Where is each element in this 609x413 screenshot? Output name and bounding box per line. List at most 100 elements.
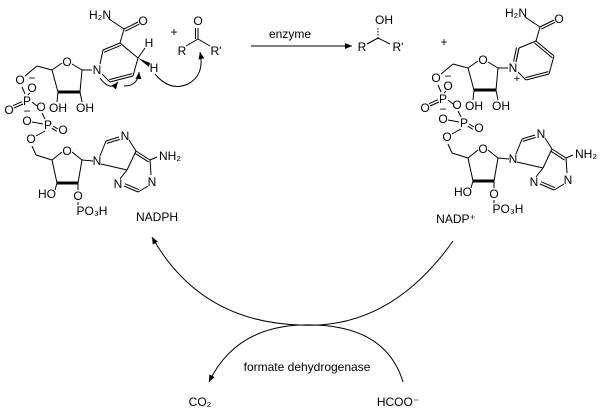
bond [518,40,537,49]
double-bond [540,181,556,189]
bond [51,62,63,71]
bond [21,86,26,95]
double-bond [103,44,122,53]
bond [440,63,454,75]
adenine-n3-label: N [114,177,123,191]
amine-label: NH₂ [159,149,181,163]
phosphate-oxygen-label: O [489,187,498,201]
electron-arrow [123,71,142,87]
amide-nh2-label: H₂N [505,6,527,20]
double-bond [534,42,553,59]
negative-charge: − [23,104,30,118]
hydride-transfer-arrow [154,51,205,87]
bond [35,154,53,161]
phosphate-oxygen-label: O [58,123,67,137]
bond [472,89,475,101]
bond [31,101,38,107]
bond [126,150,137,171]
positive-charge: + [514,73,520,85]
double-bond [522,136,536,142]
adenine-n1-label: N [148,175,157,189]
co2-label: CO₂ [189,395,212,409]
double-bond [105,136,120,142]
bond [542,148,553,169]
bond [487,61,499,69]
hydroxyl-label: OH [492,99,510,113]
hydrogen-label: H [145,36,154,50]
phosphate-group-label: PO₃H [77,204,108,218]
phosphate-oxygen-label: O [431,71,440,85]
double-bond [109,73,133,81]
double-bond [550,150,565,161]
ketone-r2-label: R' [211,44,222,58]
bond [119,28,125,44]
bond [128,139,137,152]
double-bond [521,134,536,140]
double-bond [135,150,151,161]
bond [470,180,474,189]
adenine-n7-label: N [537,127,546,141]
phosphorus-label: P [44,118,52,132]
plus-sign: + [170,25,177,39]
phosphorus-label: P [23,94,31,108]
bond [495,89,499,101]
bond [101,73,111,83]
double-bond [429,101,440,107]
phosphate-oxygen-label: O [452,98,461,112]
bond [108,18,125,30]
double-bond [52,125,59,130]
pyridine-nitrogen-label: N [509,61,518,75]
bond [137,47,146,59]
double-bond [124,23,140,32]
bond [493,157,499,182]
bond [71,151,83,161]
bond [544,137,553,150]
bond [517,71,527,81]
wedge-bond [138,58,150,67]
bond [51,159,58,184]
bond [524,16,541,28]
double-bond [51,127,57,132]
bond [27,92,31,96]
double-bond [124,183,140,191]
double-bond [539,19,555,28]
hydride-hydrogen-label: H [150,61,159,75]
bond [31,121,44,125]
bond [36,65,53,71]
double-bond [428,99,439,105]
ribose-oxygen-label: O [478,53,487,67]
double-bond [134,152,149,163]
double-bond [525,73,550,81]
bond [515,138,523,155]
bond [495,67,499,91]
bond [565,157,568,174]
ribose-oxygen-label: O [62,55,71,69]
bond [467,157,474,182]
bond [443,90,447,94]
bond [51,69,59,93]
bond [54,182,58,191]
alcohol-r-label: R [358,40,367,54]
formate-oxidation-arrow [208,324,404,383]
double-bond [106,138,120,144]
bond [548,55,555,75]
bond [452,63,469,69]
bond [457,110,462,118]
phosphorus-label: P [439,92,447,106]
bond [119,42,139,59]
negative-charge: − [439,102,446,116]
double-bond [12,101,23,107]
double-bond [123,21,139,30]
nadp-label: NADP⁺ [436,212,476,226]
alcohol-r2-label: R' [393,40,404,54]
phosphate-oxygen-label: O [15,73,24,87]
phosphate-oxygen-label: O [27,81,36,95]
ribose-oxygen-label: O [478,142,487,156]
bond [99,49,104,65]
bond [35,130,46,137]
bond [535,26,541,42]
phosphate-oxygen-label: O [36,100,45,114]
amine-label: NH₂ [575,147,597,161]
cofactor-recycling-arrow [151,236,454,326]
